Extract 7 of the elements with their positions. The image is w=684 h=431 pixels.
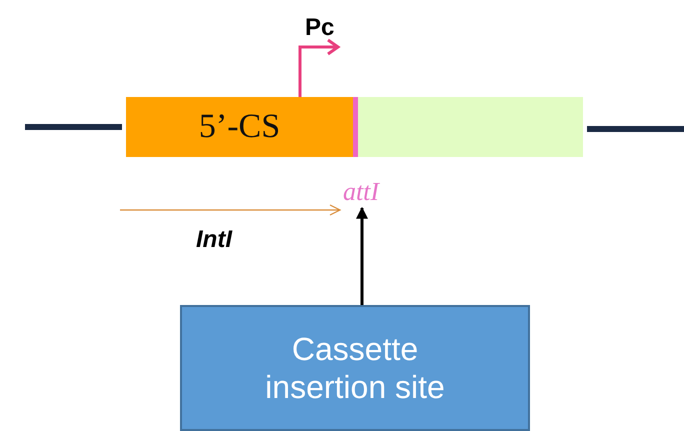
site-label: attI (330, 178, 392, 206)
promoter-label: Pc (305, 14, 334, 42)
gene-label: IntI (196, 226, 232, 254)
callout-box: Cassette insertion site (180, 305, 530, 431)
arrow (356, 206, 368, 305)
cassette-region (358, 97, 583, 157)
gene-segment: 5’-CS (126, 97, 353, 157)
